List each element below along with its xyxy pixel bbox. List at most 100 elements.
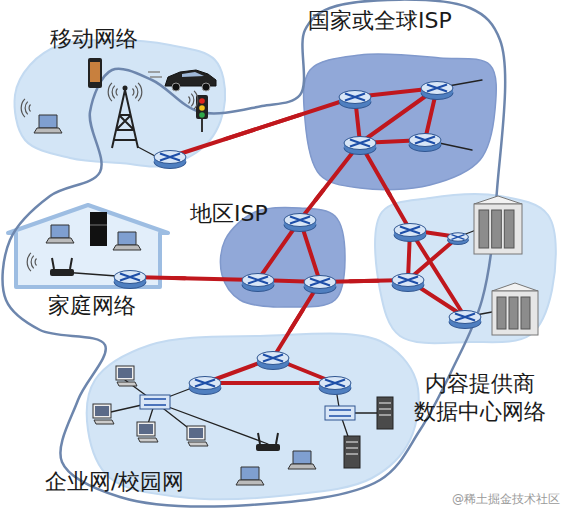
network-link (205, 381, 335, 385)
network-link (205, 358, 273, 383)
router-arrows (427, 85, 447, 92)
switch-arrows (144, 399, 166, 405)
router-icon (257, 352, 289, 370)
phone-screen (90, 62, 100, 82)
router-arrows (452, 235, 465, 240)
access-wire (62, 272, 130, 277)
server-case (344, 436, 360, 468)
network-edge-boundary (3, 0, 506, 506)
access-wire (425, 140, 472, 150)
server-slot (379, 402, 391, 404)
monitor-screen (118, 368, 132, 378)
network-link (225, 115, 300, 139)
wifi-body (256, 444, 280, 451)
router-side (394, 230, 426, 235)
router-arrows (455, 314, 475, 321)
router-side (304, 282, 336, 287)
server-rack (479, 210, 489, 248)
network-link (350, 279, 378, 284)
server-slot (346, 447, 358, 449)
access-wire (340, 413, 352, 448)
router-arrows (415, 137, 435, 144)
router-icon (304, 276, 336, 294)
router-side (154, 157, 186, 162)
wifi-body (50, 269, 74, 276)
network-link (300, 220, 320, 282)
radio-waves (135, 86, 138, 99)
network-link (410, 230, 458, 237)
router-arrows (290, 217, 310, 224)
router-base (257, 357, 289, 370)
router-arrows (345, 94, 365, 101)
monitor (137, 422, 155, 436)
building-roof (474, 196, 522, 204)
router-top (448, 233, 469, 241)
router-side (284, 220, 316, 225)
car-body (165, 70, 216, 86)
network-link (408, 280, 465, 317)
router-base (449, 316, 481, 329)
laptop-icon (34, 115, 62, 133)
access-wire (340, 412, 385, 413)
wifi-antenna (258, 433, 278, 444)
server-slot (379, 408, 391, 410)
network-link (408, 237, 458, 280)
router-side (189, 383, 221, 388)
router-base (114, 276, 146, 289)
radio-waves (31, 256, 34, 269)
router-top (339, 91, 371, 104)
router-base (394, 229, 426, 242)
server-case (377, 397, 393, 429)
car-wheel (172, 83, 180, 91)
network-link (175, 276, 185, 280)
network-link (300, 143, 360, 220)
network-link (355, 88, 437, 97)
keyboard (188, 442, 208, 446)
network-link (410, 230, 465, 317)
access-wire (335, 383, 340, 413)
wifi-router-icon (50, 258, 74, 276)
access-wire (102, 402, 155, 414)
network-region: 国家或全球ISP (300, 5, 505, 190)
server-slot (346, 453, 358, 455)
network-link (360, 88, 437, 143)
router-top (114, 271, 146, 284)
server-rack (492, 210, 502, 248)
network-region: 地区ISP (185, 200, 350, 310)
router-side (339, 97, 371, 102)
laptop-icon (236, 467, 264, 485)
router-icon (339, 91, 371, 109)
router-top (189, 377, 221, 390)
access-wire (155, 402, 196, 434)
router-base (448, 236, 469, 244)
router-top (304, 276, 336, 289)
region-label: 国家或全球ISP (308, 7, 452, 35)
access-wire (125, 380, 155, 402)
laptop-screen (293, 451, 311, 464)
radio-waves (116, 89, 117, 96)
network-region: 移动网络 (5, 20, 225, 170)
router-base (319, 382, 351, 395)
radio-waves (29, 105, 30, 112)
fridge (90, 212, 107, 246)
laptop-screen (118, 232, 136, 245)
radio-waves (25, 102, 28, 115)
server-rack (509, 297, 518, 329)
desktop-icon (93, 404, 114, 424)
region-label: 内容提供商 数据中心网络 (410, 370, 550, 426)
router-icon (114, 271, 146, 289)
router-base (154, 156, 186, 169)
region-shape (15, 40, 226, 167)
router-arrows (120, 274, 140, 281)
access-wire (465, 312, 492, 317)
network-link (316, 190, 324, 200)
network-link (355, 97, 360, 143)
keyboard (138, 438, 158, 442)
router-arrows (263, 355, 283, 362)
router-side (257, 358, 289, 363)
router-icon (189, 377, 221, 395)
switch-icon (325, 406, 355, 420)
radio-waves (27, 253, 31, 271)
